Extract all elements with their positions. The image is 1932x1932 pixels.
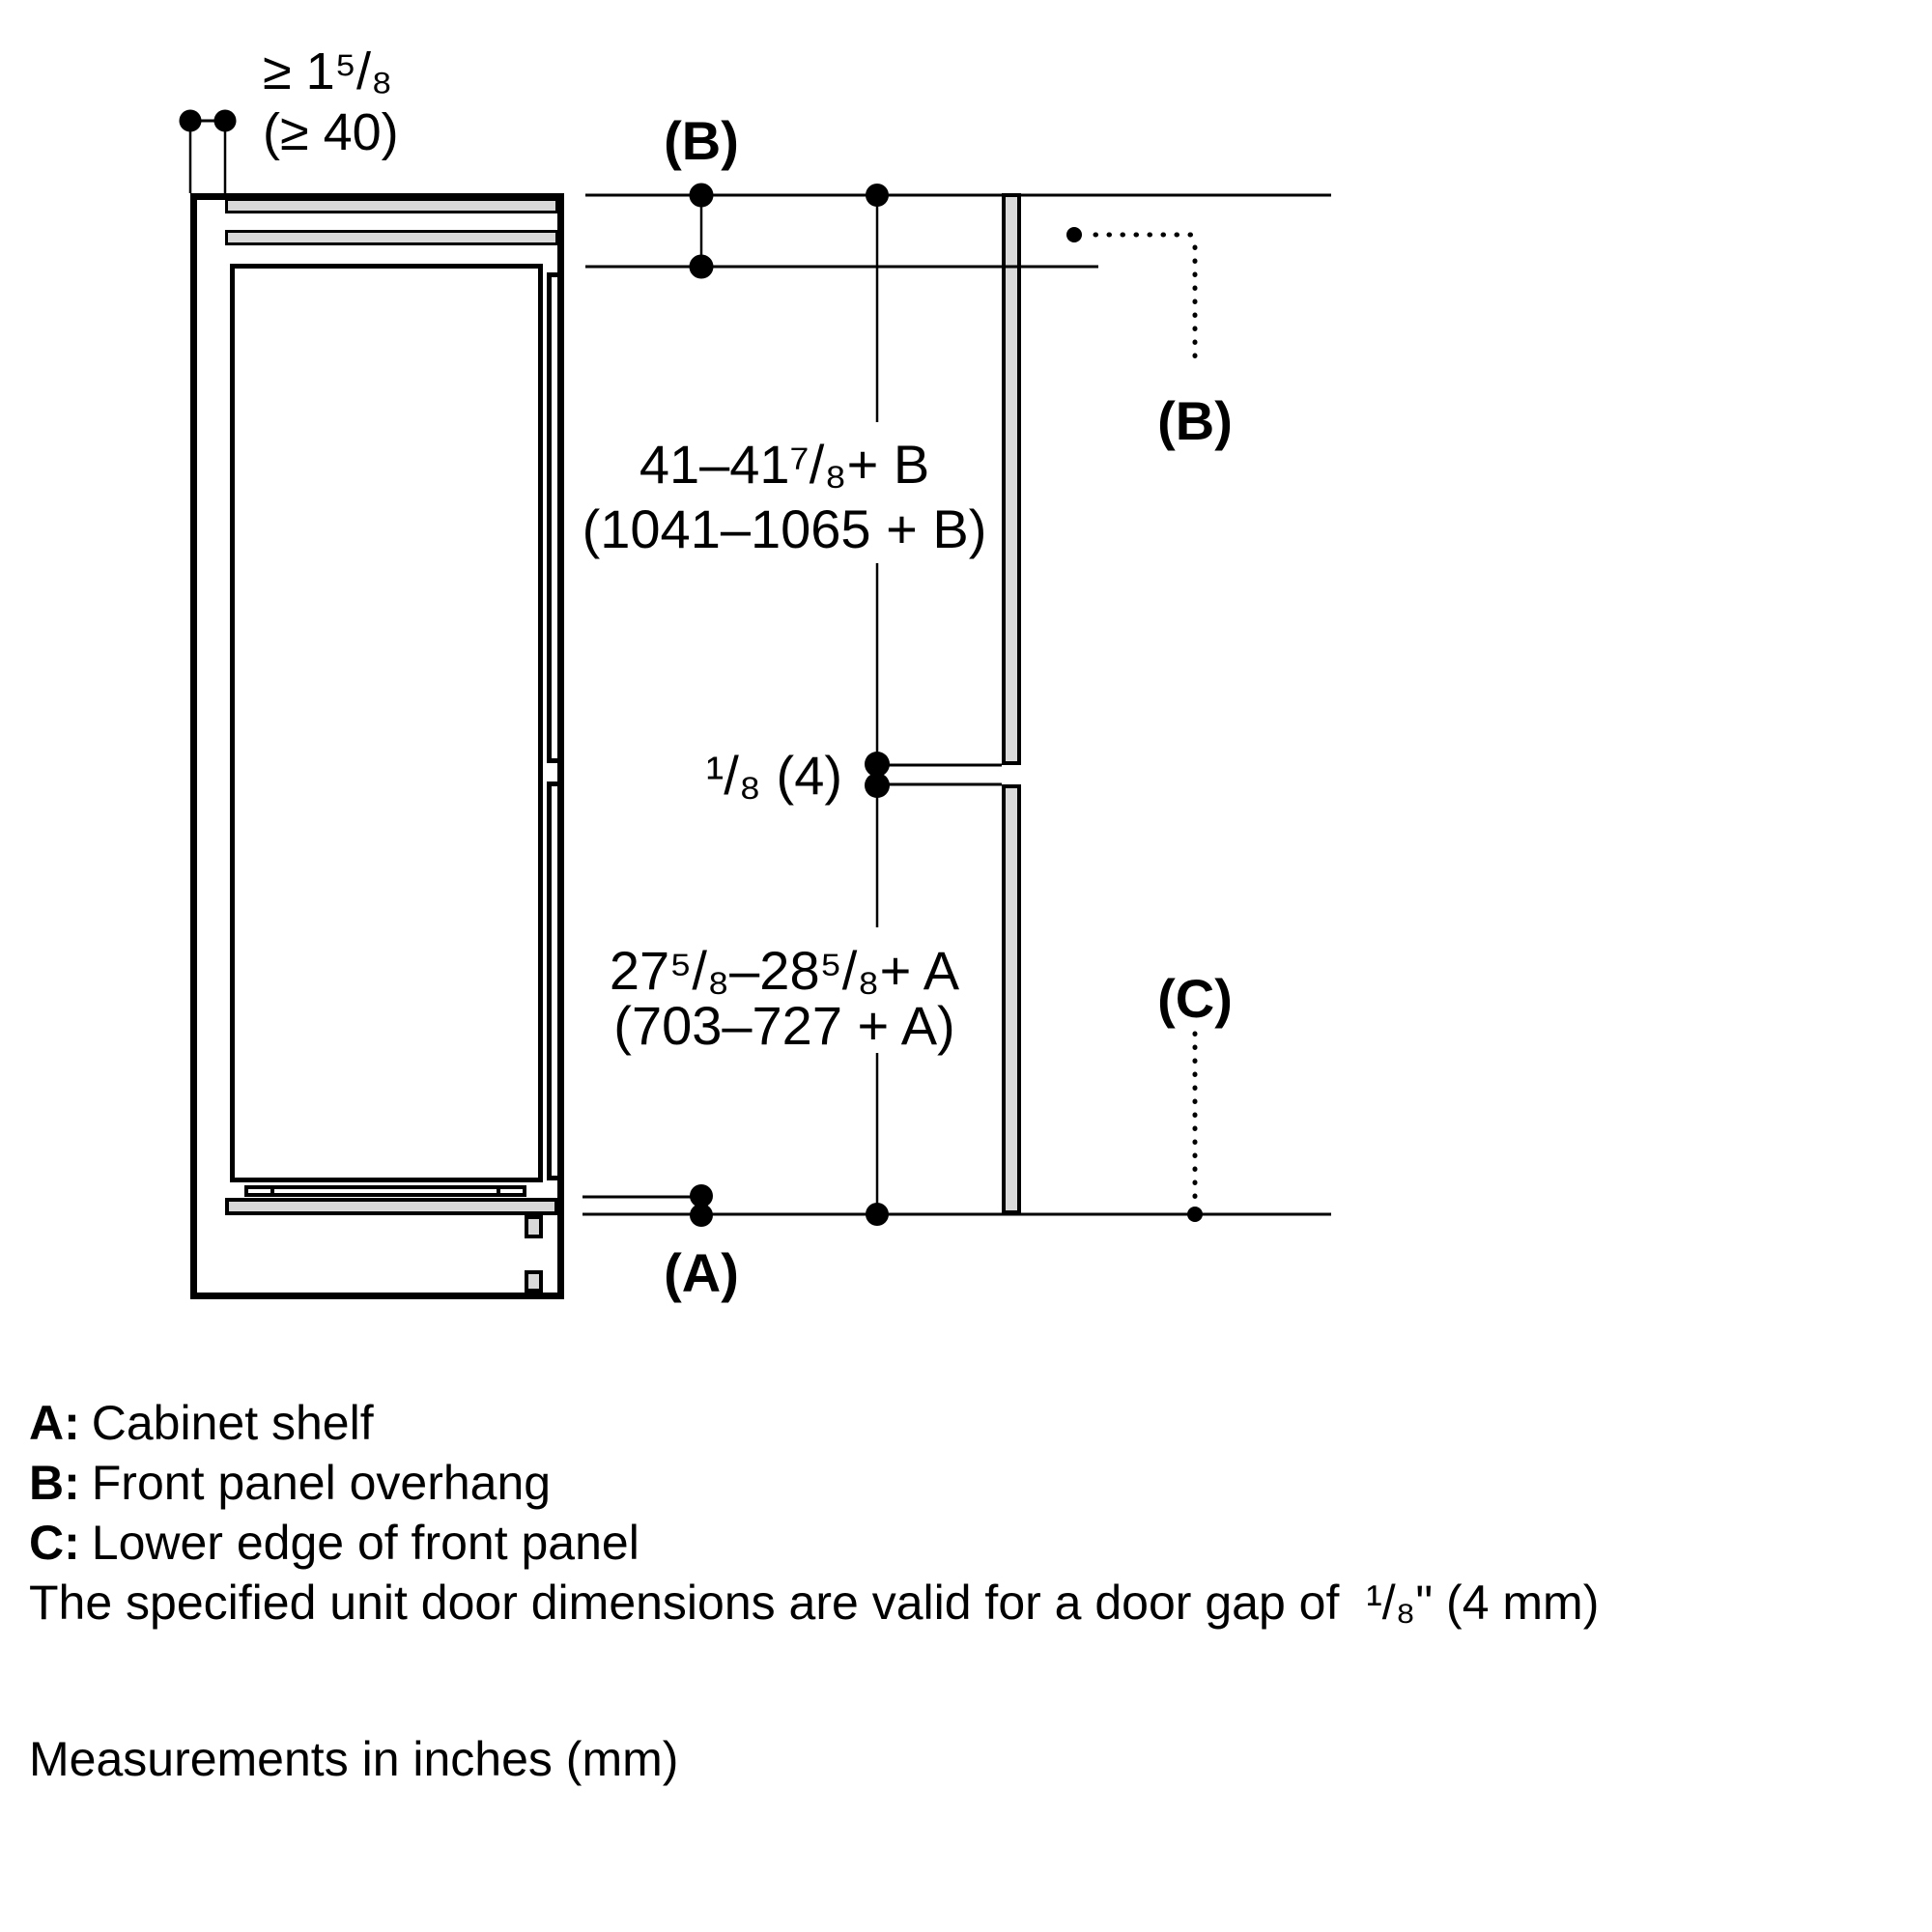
label-b-top: (B) — [664, 110, 739, 171]
door-gap-note: The specified unit door dimensions are v… — [29, 1576, 1600, 1630]
front-panel-lower — [1002, 784, 1021, 1214]
cabinet — [190, 193, 564, 1299]
base-rail — [244, 1185, 526, 1197]
lower-dim-inches: 27⁵/₈–28⁵/₈+ A — [610, 940, 960, 1001]
cabinet-shelf — [225, 1198, 558, 1215]
upper-dim-inches: 41–41⁷/₈+ B — [639, 434, 929, 495]
label-a-bottom: (A) — [664, 1242, 739, 1303]
gap-dot-lower — [865, 773, 890, 798]
legend-key-c: C: — [29, 1516, 80, 1570]
door-edge-lower — [547, 781, 562, 1180]
main-dim-dot-top — [866, 184, 889, 207]
legend-text-b: Front panel overhang — [91, 1456, 552, 1510]
appliance-body — [230, 264, 543, 1182]
installation-diagram: ≥ 1⁵/₈ (≥ 40) (B) (B) (C) (A) 41–41⁷/₈+ … — [179, 43, 1331, 1303]
a-dim-dot-upper — [690, 1184, 713, 1208]
b-dim-dot-bottom — [689, 254, 714, 279]
legend-text-a: Cabinet shelf — [91, 1396, 374, 1450]
b-dimension — [689, 183, 714, 279]
label-b-right: (B) — [1157, 390, 1233, 451]
reference-lines — [582, 193, 1331, 1216]
cabinet-top-strip-1 — [225, 198, 558, 213]
clearance-dot-right — [213, 109, 237, 132]
units-note: Measurements in inches (mm) — [29, 1732, 679, 1786]
front-panel-upper — [1002, 193, 1021, 765]
a-dim-dot-lower — [690, 1204, 713, 1227]
legend: A:Cabinet shelf B:Front panel overhang C… — [29, 1393, 1599, 1633]
top-clearance-inches: ≥ 1⁵/₈ — [263, 43, 392, 100]
legend-text-c: Lower edge of front panel — [91, 1516, 639, 1570]
lower-dim-mm: (703–727 + A) — [613, 995, 954, 1056]
door-edge-upper — [547, 272, 562, 763]
upper-dim-mm: (1041–1065 + B) — [582, 498, 987, 559]
legend-item-b: B:Front panel overhang — [29, 1453, 1599, 1513]
legend-item-c: C:Lower edge of front panel — [29, 1513, 1599, 1573]
top-clearance-dim — [179, 109, 237, 199]
c-callout — [1187, 1031, 1203, 1222]
main-dim-dot-bottom — [866, 1203, 889, 1226]
legend-key-b: B: — [29, 1456, 80, 1510]
label-c-right: (C) — [1157, 968, 1233, 1029]
gap-dot-upper — [865, 752, 890, 777]
front-panels — [1002, 193, 1021, 1214]
shelf-foot-lower — [525, 1270, 543, 1293]
legend-key-a: A: — [29, 1396, 80, 1450]
b-callout-dot — [1066, 227, 1082, 242]
door-gap-dim: ¹/₈ (4) — [706, 745, 842, 806]
c-callout-dot — [1187, 1207, 1203, 1222]
clearance-dot-left — [179, 109, 202, 132]
b-dim-dot-top — [689, 183, 714, 208]
main-dimension-line — [690, 184, 890, 1227]
top-clearance-mm: (≥ 40) — [263, 103, 399, 161]
legend-item-a: A:Cabinet shelf — [29, 1393, 1599, 1453]
b-callout — [1066, 227, 1201, 370]
shelf-foot-upper — [525, 1215, 543, 1238]
cabinet-top-strip-2 — [225, 230, 558, 245]
